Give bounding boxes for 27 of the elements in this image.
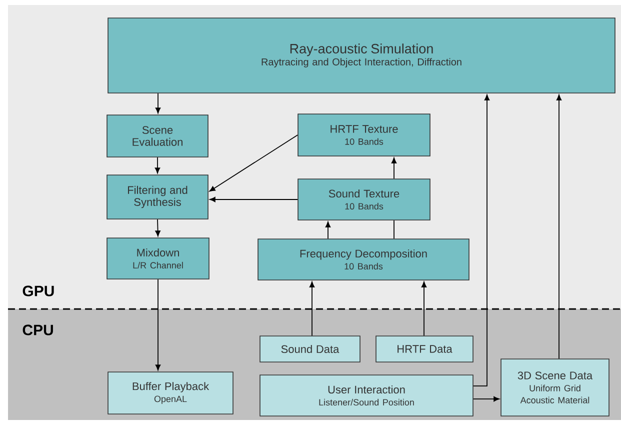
arrow — [210, 196, 298, 202]
data-box: HRTF Data — [376, 336, 474, 362]
data-box: Sound Data — [260, 336, 360, 362]
arrow — [155, 278, 161, 370]
arrow — [154, 156, 160, 174]
arrow — [155, 218, 160, 236]
data-box: 3D Scene Data Uniform Grid Acoustic Material — [500, 358, 610, 416]
process-box: Scene Evaluation — [106, 114, 208, 158]
arrow — [325, 222, 331, 240]
process-box: HRTF Texture 10 Bands — [298, 114, 430, 156]
region-label: CPU — [22, 324, 53, 336]
arrow — [209, 134, 298, 192]
process-box: Sound Texture 10 Bands — [298, 178, 430, 220]
process-box: Frequency Decomposition 10 Bands — [258, 238, 470, 280]
data-box: User Interaction Listener/Sound Position — [260, 374, 474, 416]
process-box: Mixdown L/R Channel — [106, 238, 210, 280]
arrow — [391, 158, 397, 180]
process-box: Filtering and Synthesis — [106, 174, 208, 220]
arrow — [155, 92, 161, 114]
arrow — [472, 94, 490, 386]
arrow — [309, 282, 315, 336]
arrow — [556, 94, 562, 360]
arrow — [472, 396, 500, 402]
data-box: Buffer Playback OpenAL — [108, 372, 234, 414]
process-box: Ray-acoustic Simulation Raytracing and Object Interaction, Diffraction — [108, 18, 616, 94]
region-label: GPU — [22, 286, 54, 296]
arrow — [421, 282, 427, 336]
